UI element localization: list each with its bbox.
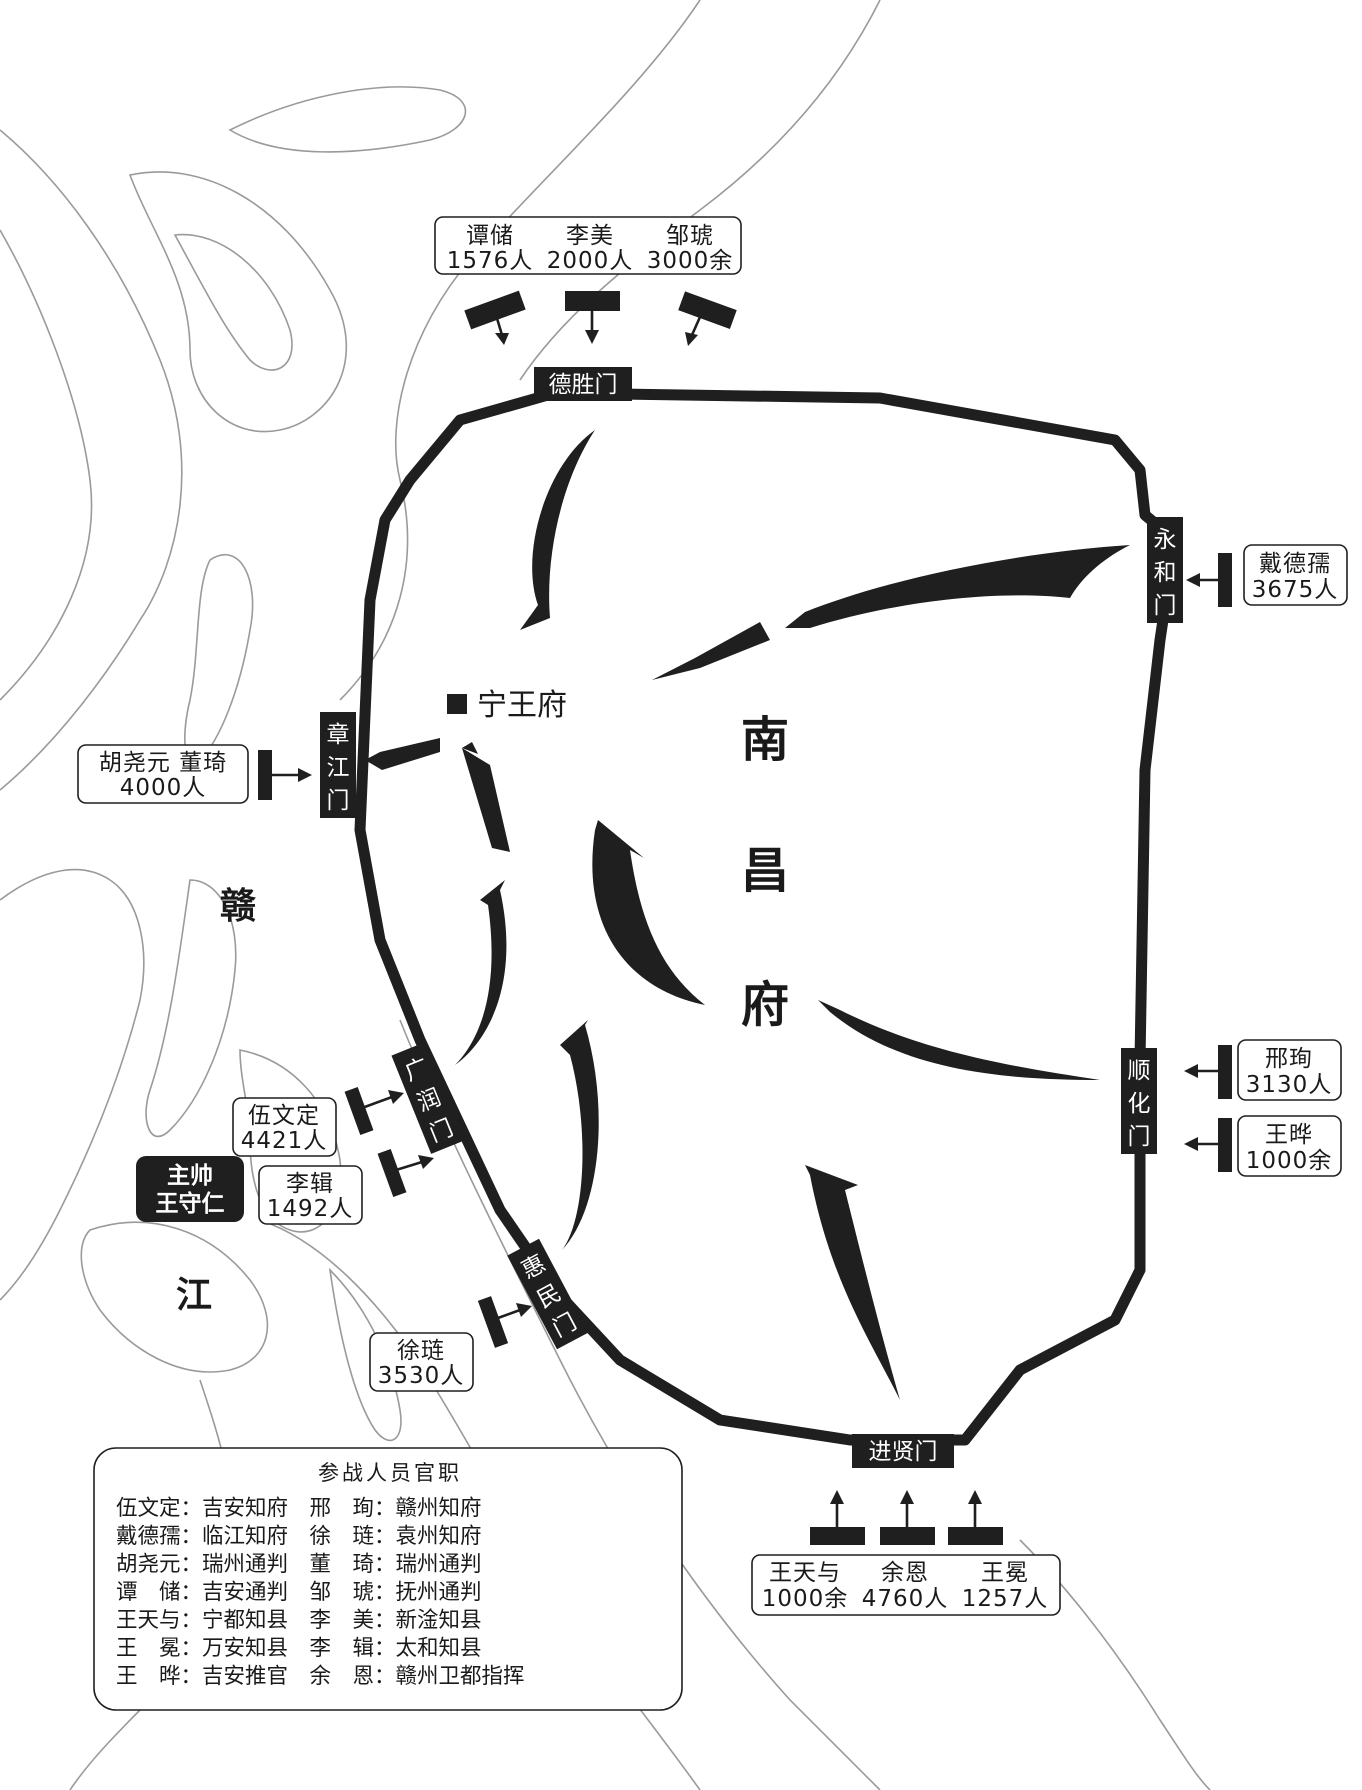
- svg-text:徐琏: 徐琏: [397, 1338, 445, 1364]
- city-name: 南 昌 府: [741, 712, 789, 1033]
- svg-text:门: 门: [1128, 1124, 1151, 1150]
- svg-text:1576人: 1576人: [447, 248, 534, 274]
- label-south: 王天与 1000余 余恩 4760人 王冕 1257人: [751, 1554, 1061, 1616]
- label-zhangjiang: 胡尧元 董琦 4000人: [77, 744, 249, 804]
- palace-label: 宁王府: [477, 688, 567, 723]
- gate-desheng: 德胜门: [534, 367, 632, 401]
- gate-huimin: 惠 民 门: [507, 1238, 589, 1350]
- svg-text:府: 府: [741, 977, 789, 1033]
- svg-text:王冕: 王冕: [981, 1560, 1029, 1586]
- attack-arrows: [365, 430, 1130, 1400]
- svg-text:余恩: 余恩: [881, 1560, 929, 1586]
- shunhua-troop-2: [1184, 1118, 1232, 1172]
- south-troop-3: [948, 1490, 1003, 1545]
- svg-text:邢珣: 邢珣: [1265, 1046, 1313, 1072]
- svg-text:李辑: 李辑: [286, 1171, 334, 1197]
- svg-text:戴德孺: 戴德孺: [1259, 551, 1331, 577]
- svg-text:王天与: 王天与: [769, 1560, 841, 1586]
- svg-text:化: 化: [1128, 1091, 1151, 1117]
- gate-jinxian: 进贤门: [852, 1434, 954, 1468]
- svg-text:1257人: 1257人: [962, 1586, 1049, 1612]
- label-north: 谭储 1576人 李美 2000人 邹琥 3000余: [434, 216, 742, 275]
- gate-zhangjiang: 章 江 门: [320, 712, 356, 818]
- svg-text:4000人: 4000人: [120, 775, 207, 801]
- svg-text:3130人: 3130人: [1246, 1072, 1333, 1098]
- svg-text:4421人: 4421人: [241, 1128, 328, 1154]
- label-yonghe: 戴德孺 3675人: [1243, 544, 1348, 606]
- gate-guangrun: 广 润 门: [391, 1042, 465, 1154]
- troop-markers: [258, 290, 1232, 1545]
- svg-text:江: 江: [176, 1275, 212, 1316]
- svg-text:李美: 李美: [566, 223, 614, 249]
- svg-text:3530人: 3530人: [378, 1363, 465, 1389]
- legend-row: 胡尧元：瑞州通判 董 琦：瑞州通判: [116, 1552, 482, 1577]
- svg-text:3000余: 3000余: [647, 248, 734, 274]
- legend-row: 王 晔：吉安推官 余 恩：赣州卫都指挥: [116, 1664, 525, 1689]
- commander-badge: 主帅 王守仁: [136, 1156, 244, 1222]
- svg-text:昌: 昌: [741, 843, 789, 899]
- huimin-troop: [477, 1296, 532, 1348]
- legend-title: 参战人员官职: [318, 1461, 462, 1485]
- gate-shunhua: 顺 化 门: [1121, 1048, 1157, 1154]
- label-shunhua-1: 邢珣 3130人: [1237, 1039, 1342, 1101]
- svg-text:永: 永: [1154, 527, 1177, 553]
- label-huimin: 徐琏 3530人: [369, 1332, 474, 1392]
- legend-row: 王 冕：万安知县 李 辑：太和知县: [116, 1636, 482, 1661]
- svg-text:伍文定: 伍文定: [248, 1103, 320, 1129]
- north-troop-1: [464, 290, 526, 345]
- svg-text:赣: 赣: [220, 886, 257, 927]
- label-shunhua-2: 王晔 1000余: [1237, 1115, 1342, 1177]
- legend-panel: 参战人员官职 伍文定：吉安知府 邢 珣：赣州知府 戴德孺：临江知府 徐 琏：袁州…: [93, 1447, 683, 1711]
- legend-row: 王天与：宁都知县 李 美：新淦知县: [116, 1608, 482, 1633]
- svg-text:进贤门: 进贤门: [869, 1439, 938, 1465]
- guangrun-troop-1: [344, 1086, 404, 1136]
- label-guangrun-2: 李辑 1492人: [258, 1165, 363, 1225]
- north-troop-2: [565, 291, 620, 344]
- svg-text:顺: 顺: [1128, 1058, 1151, 1084]
- yonghe-troop: [1186, 553, 1232, 607]
- label-guangrun-1: 伍文定 4421人: [232, 1097, 337, 1157]
- palace-marker: 宁王府: [447, 688, 567, 723]
- svg-text:1492人: 1492人: [267, 1196, 354, 1222]
- svg-text:和: 和: [1154, 560, 1177, 586]
- palace-square-icon: [447, 694, 467, 714]
- zhangjiang-troop: [258, 750, 312, 800]
- svg-text:章: 章: [327, 722, 350, 748]
- legend-row: 谭 储：吉安通判 邹 琥：抚州通判: [116, 1580, 482, 1605]
- legend-row: 戴德孺：临江知府 徐 琏：袁州知府: [116, 1524, 482, 1549]
- svg-text:谭储: 谭储: [466, 223, 514, 249]
- svg-text:门: 门: [327, 788, 350, 814]
- shunhua-troop-1: [1184, 1045, 1232, 1099]
- svg-text:主帅: 主帅: [167, 1163, 213, 1189]
- svg-text:德胜门: 德胜门: [549, 372, 618, 398]
- svg-text:王守仁: 王守仁: [156, 1190, 225, 1217]
- svg-text:门: 门: [1154, 593, 1177, 619]
- svg-text:1000余: 1000余: [762, 1586, 849, 1612]
- svg-text:胡尧元 董琦: 胡尧元 董琦: [99, 750, 227, 776]
- south-troop-2: [880, 1490, 935, 1545]
- svg-text:邹琥: 邹琥: [666, 223, 714, 249]
- svg-text:2000人: 2000人: [547, 248, 634, 274]
- guangrun-troop-2: [377, 1148, 434, 1198]
- svg-text:江: 江: [327, 755, 350, 781]
- south-troop-1: [810, 1490, 865, 1545]
- svg-text:南: 南: [741, 712, 789, 768]
- svg-text:4760人: 4760人: [862, 1586, 949, 1612]
- svg-text:1000余: 1000余: [1246, 1148, 1333, 1174]
- city-wall: [354, 387, 1181, 1446]
- north-troop-3: [678, 291, 737, 346]
- gate-yonghe: 永 和 门: [1147, 517, 1183, 623]
- legend-row: 伍文定：吉安知府 邢 珣：赣州知府: [116, 1496, 482, 1521]
- svg-text:王晔: 王晔: [1265, 1122, 1313, 1148]
- river-name: 赣 江: [176, 886, 257, 1316]
- svg-text:3675人: 3675人: [1252, 577, 1339, 603]
